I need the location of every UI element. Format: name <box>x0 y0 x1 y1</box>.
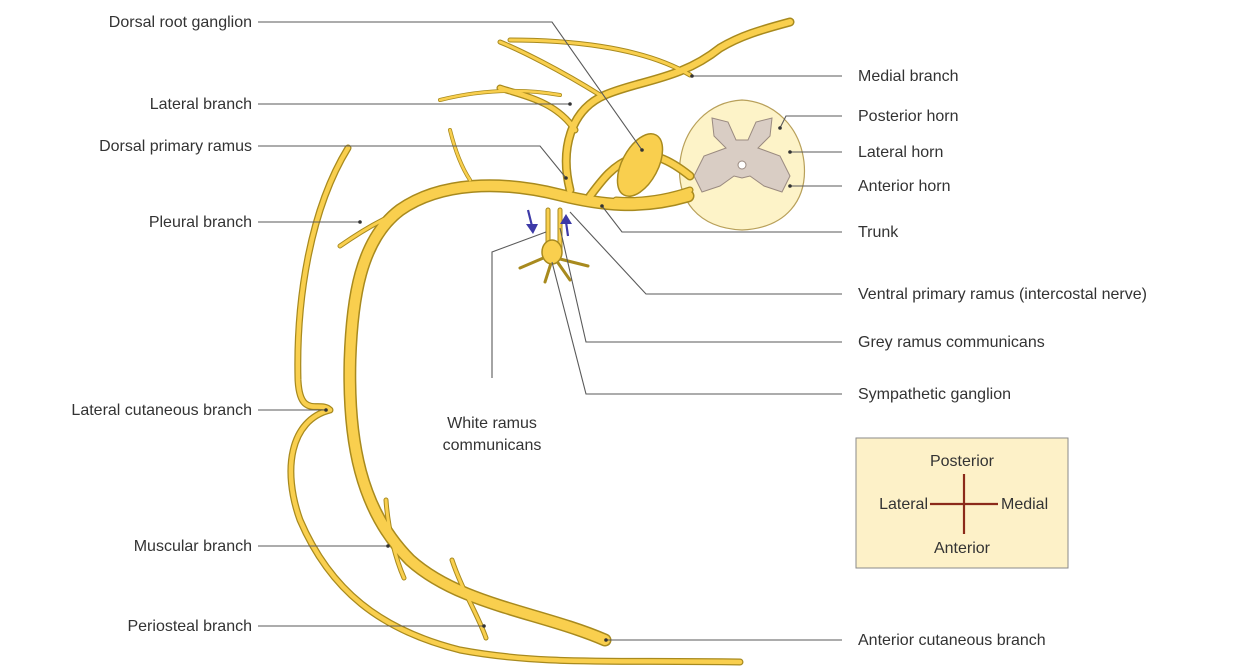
label-lateral-horn: Lateral horn <box>858 144 943 161</box>
label-trunk: Trunk <box>858 224 899 241</box>
label-anterior-horn: Anterior horn <box>858 178 951 195</box>
label-dorsal-primary-ramus: Dorsal primary ramus <box>99 138 252 155</box>
sympathetic-ganglion-shape <box>520 240 588 282</box>
central-canal <box>738 161 746 169</box>
label-anterior-cutaneous-branch: Anterior cutaneous branch <box>858 632 1046 649</box>
label-periosteal-branch: Periosteal branch <box>127 618 252 635</box>
orientation-key: Posterior Lateral Medial Anterior <box>856 438 1068 568</box>
label-ventral-primary-ramus: Ventral primary ramus (intercostal nerve… <box>858 286 1147 303</box>
orientation-medial: Medial <box>1001 496 1048 513</box>
label-pleural-branch: Pleural branch <box>149 214 252 231</box>
orientation-lateral: Lateral <box>879 496 928 513</box>
orientation-posterior: Posterior <box>930 453 995 470</box>
label-lateral-cutaneous-branch: Lateral cutaneous branch <box>71 402 252 419</box>
label-posterior-horn: Posterior horn <box>858 108 959 125</box>
label-sympathetic-ganglion: Sympathetic ganglion <box>858 386 1011 403</box>
label-grey-ramus-communicans: Grey ramus communicans <box>858 334 1045 351</box>
label-dorsal-root-ganglion: Dorsal root ganglion <box>109 14 252 31</box>
label-muscular-branch: Muscular branch <box>134 538 252 555</box>
label-medial-branch: Medial branch <box>858 68 959 85</box>
spinal-cord <box>680 100 805 230</box>
label-white-ramus-line2: communicans <box>443 437 542 454</box>
orientation-anterior: Anterior <box>934 540 991 557</box>
label-lateral-branch: Lateral branch <box>150 96 252 113</box>
label-white-ramus-line1: White ramus <box>447 415 537 432</box>
